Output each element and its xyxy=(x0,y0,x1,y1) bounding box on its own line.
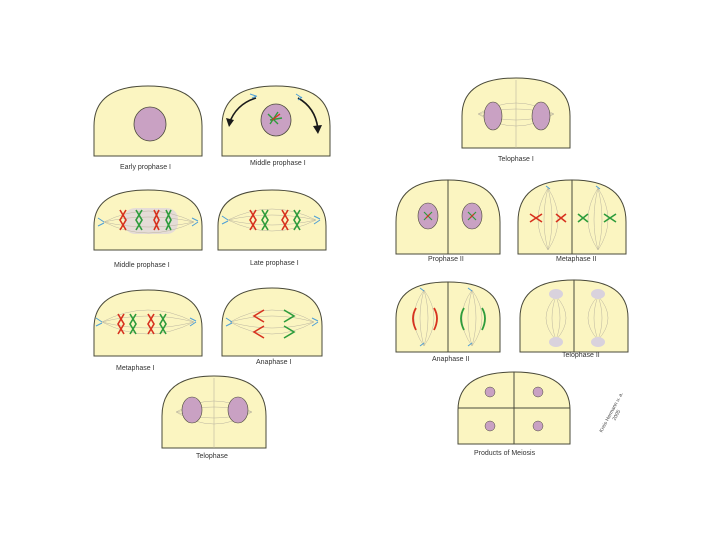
cell-metaphase-1 xyxy=(94,290,202,356)
cell-middle-prophase-1-top xyxy=(222,86,330,156)
label-middle-prophase-1: Middle prophase I xyxy=(114,262,170,270)
label-prophase-2: Prophase II xyxy=(428,256,464,264)
cell-telophase-1 xyxy=(462,78,570,148)
label-late-prophase-1: Late prophase I xyxy=(250,260,299,268)
label-telophase-1: Telophase I xyxy=(498,156,534,164)
label-telophase-2: Telophase II xyxy=(562,352,600,360)
cell-telophase-2 xyxy=(520,280,628,352)
label-anaphase-2: Anaphase II xyxy=(432,356,469,364)
label-anaphase-1: Anaphase I xyxy=(256,359,291,367)
cell-anaphase-2 xyxy=(396,282,500,352)
label-middle-prophase-1-top: Middle prophase I xyxy=(250,160,306,168)
label-metaphase-1: Metaphase I xyxy=(116,365,155,373)
cell-middle-prophase-1 xyxy=(94,190,202,250)
cell-metaphase-2 xyxy=(518,180,626,254)
label-metaphase-2: Metaphase II xyxy=(556,256,596,264)
cell-late-prophase-1 xyxy=(218,190,326,250)
cell-early-prophase-1 xyxy=(94,86,202,156)
label-telophase: Telophase xyxy=(196,453,228,461)
cell-telophase xyxy=(162,376,266,448)
cell-products-of-meiosis xyxy=(458,372,570,444)
label-early-prophase-1: Early prophase I xyxy=(120,164,171,172)
label-products-of-meiosis: Products of Meiosis xyxy=(474,450,535,458)
cell-prophase-2 xyxy=(396,180,500,254)
cell-anaphase-1 xyxy=(222,288,322,356)
